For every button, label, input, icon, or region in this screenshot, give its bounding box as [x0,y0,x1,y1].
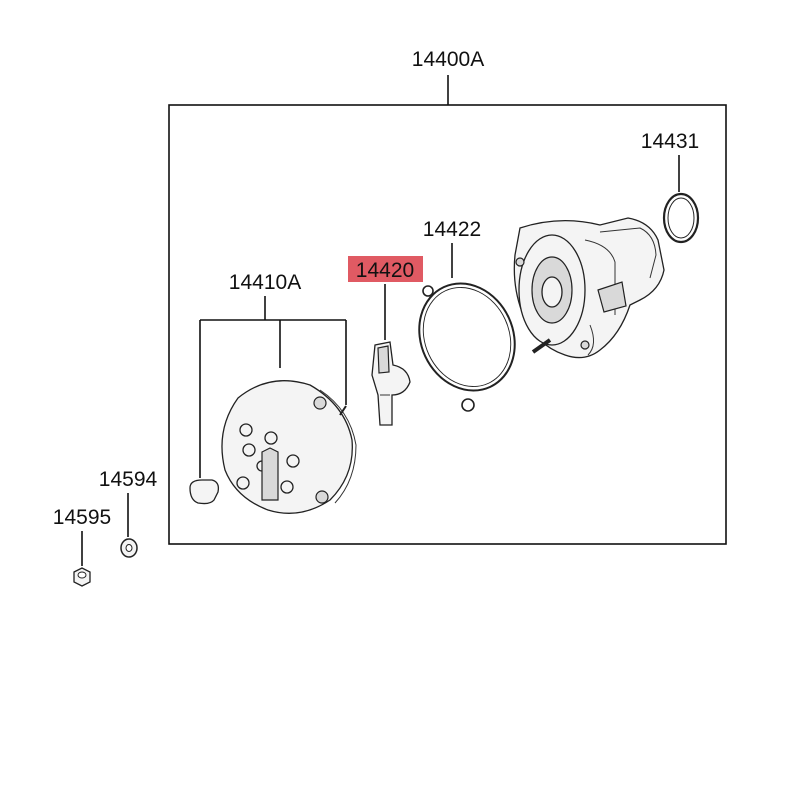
distributor-housing-part[interactable] [513,217,665,359]
carbon-brush-part[interactable] [189,479,220,505]
label-14400A[interactable]: 14400A [412,48,484,71]
cap-assembly-leaders [199,296,347,478]
o-ring-part[interactable] [662,192,700,244]
label-14431[interactable]: 14431 [641,130,699,153]
washer-part[interactable] [120,538,138,558]
nut-part[interactable] [73,567,91,587]
highlight-14420 [348,256,423,282]
rotor-part[interactable] [371,341,411,426]
label-14594[interactable]: 14594 [99,468,158,491]
label-14410A[interactable]: 14410A [229,271,301,294]
label-14595[interactable]: 14595 [53,506,111,529]
gasket-part[interactable] [402,268,532,412]
label-14422[interactable]: 14422 [423,218,481,241]
label-14420[interactable]: 14420 [356,259,414,282]
distributor-cap-part[interactable] [221,380,357,514]
